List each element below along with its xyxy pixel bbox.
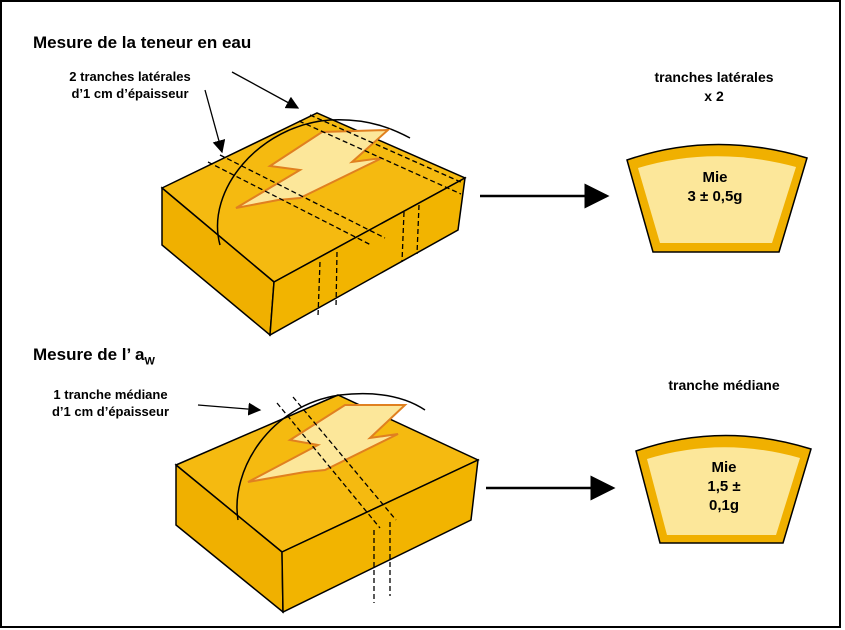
section-2-note-line1: 1 tranche médiane [53, 387, 168, 402]
slice-2-text: Mie 1,5 ± 0,1g [664, 458, 784, 515]
section-1-note-line1: 2 tranches latérales [69, 69, 191, 84]
slice-1 [626, 143, 808, 253]
section-2-note-line2: d’1 cm d’épaisseur [51, 404, 170, 419]
loaf-1-cut-lines [207, 114, 464, 317]
slice-1-value: 3 ± 0,5g [687, 188, 743, 205]
note-2-arrow [197, 402, 262, 416]
section-1-result-title: tranches latérales x 2 [614, 68, 814, 106]
section-1-result-title-line2: x 2 [704, 88, 724, 104]
loaf-2-side [281, 458, 479, 614]
slice-2 [635, 434, 812, 544]
loaf-1-crack [235, 128, 391, 209]
loaf-1-crust-arc [216, 119, 411, 246]
slice-2-value-line2: 0,1g [708, 497, 739, 514]
section-2-note: 1 tranche médiane d’1 cm d’épaisseur [33, 386, 188, 420]
slice-1-label: Mie [702, 169, 728, 186]
section-2-title: Mesure de l’ aW [33, 345, 155, 367]
section-1-result-title-line1: tranches latérales [654, 69, 774, 85]
bread-loaf-1 [160, 112, 467, 337]
section-2-title-sub: W [144, 355, 155, 368]
section-2-title-main: Mesure de l’ a [33, 345, 145, 364]
section-1-title: Mesure de la teneur en eau [33, 33, 252, 52]
loaf-2-crack [247, 404, 408, 483]
bread-loaf-2 [174, 392, 480, 614]
section-1-note-line2: d’1 cm d’épaisseur [71, 86, 189, 101]
section-1-note: 2 tranches latérales d’1 cm d’épaisseur [55, 68, 205, 102]
note-1-arrow-b [231, 71, 300, 109]
slice-2-label: Mie [711, 459, 737, 476]
loaf-2-crust-arc [236, 392, 426, 521]
slice-1-text: Mie 3 ± 0,5g [655, 168, 775, 206]
slice-2-value-line1: 1,5 ± [707, 478, 741, 495]
section-2-result-title: tranche médiane [668, 377, 780, 393]
note-1-arrow-a [204, 89, 226, 154]
loaf-2-cut-lines [276, 396, 397, 603]
